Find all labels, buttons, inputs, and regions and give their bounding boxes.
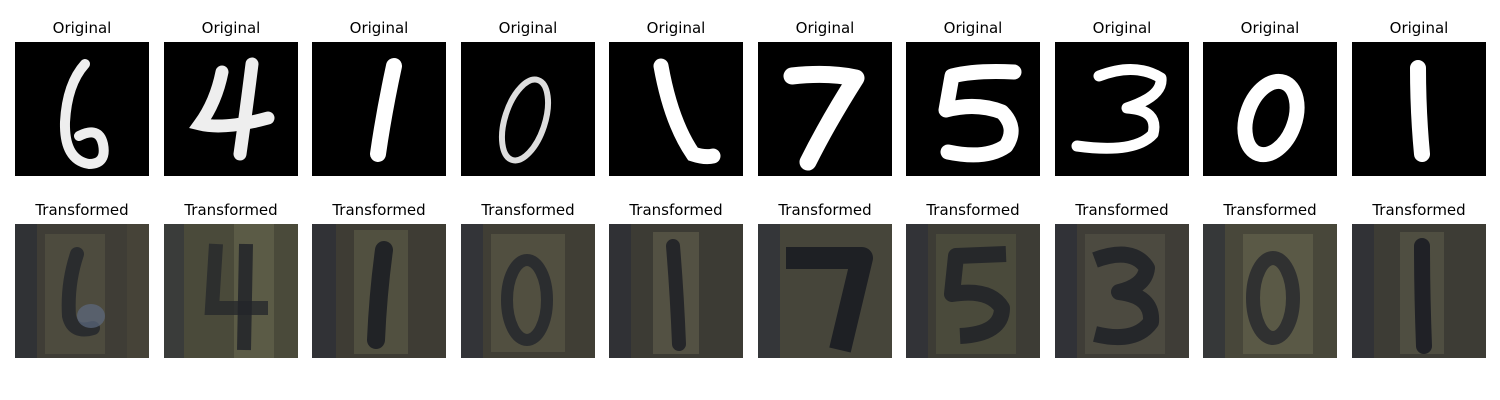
- original-image-digit-6: [15, 42, 149, 176]
- original-image-digit-1: [1352, 42, 1486, 176]
- transformed-image-digit-1: [312, 224, 446, 358]
- original-title: Original: [943, 19, 1003, 37]
- original-title: Original: [201, 19, 261, 37]
- original-title: Original: [646, 19, 706, 37]
- original-title: Original: [349, 19, 409, 37]
- transformed-title: Transformed: [184, 201, 278, 219]
- original-image-digit-3: [1055, 42, 1189, 176]
- original-title: Original: [1092, 19, 1152, 37]
- original-image-digit-4: [164, 42, 298, 176]
- original-image-digit-7: [758, 42, 892, 176]
- transformed-image-digit-5: [906, 224, 1040, 358]
- original-title: Original: [1389, 19, 1449, 37]
- transformed-image-digit-3: [1055, 224, 1189, 358]
- transformed-row: Transformed Transformed Transform: [0, 182, 1500, 362]
- original-image-digit-1: [312, 42, 446, 176]
- transformed-title: Transformed: [1075, 201, 1169, 219]
- original-image-digit-5: [906, 42, 1040, 176]
- transformed-image-digit-1: [1352, 224, 1486, 358]
- transformed-title: Transformed: [926, 201, 1020, 219]
- original-image-digit-0: [461, 42, 595, 176]
- original-title: Original: [1240, 19, 1300, 37]
- transformed-title: Transformed: [35, 201, 129, 219]
- transformed-title: Transformed: [481, 201, 575, 219]
- transformed-image-digit-1: [609, 224, 743, 358]
- transformed-image-digit-0: [1203, 224, 1337, 358]
- transformed-title: Transformed: [778, 201, 872, 219]
- transformed-title: Transformed: [629, 201, 723, 219]
- original-image-digit-1: [609, 42, 743, 176]
- transformed-title: Transformed: [1372, 201, 1466, 219]
- original-title: Original: [52, 19, 112, 37]
- original-title: Original: [795, 19, 855, 37]
- original-row: Original Original Original Original: [0, 0, 1500, 180]
- transformed-image-digit-6: [15, 224, 149, 358]
- original-title: Original: [498, 19, 558, 37]
- transformed-image-digit-0: [461, 224, 595, 358]
- transformed-title: Transformed: [1223, 201, 1317, 219]
- original-image-digit-0: [1203, 42, 1337, 176]
- transformed-image-digit-7: [758, 224, 892, 358]
- transformed-image-digit-4: [164, 224, 298, 358]
- transformed-title: Transformed: [332, 201, 426, 219]
